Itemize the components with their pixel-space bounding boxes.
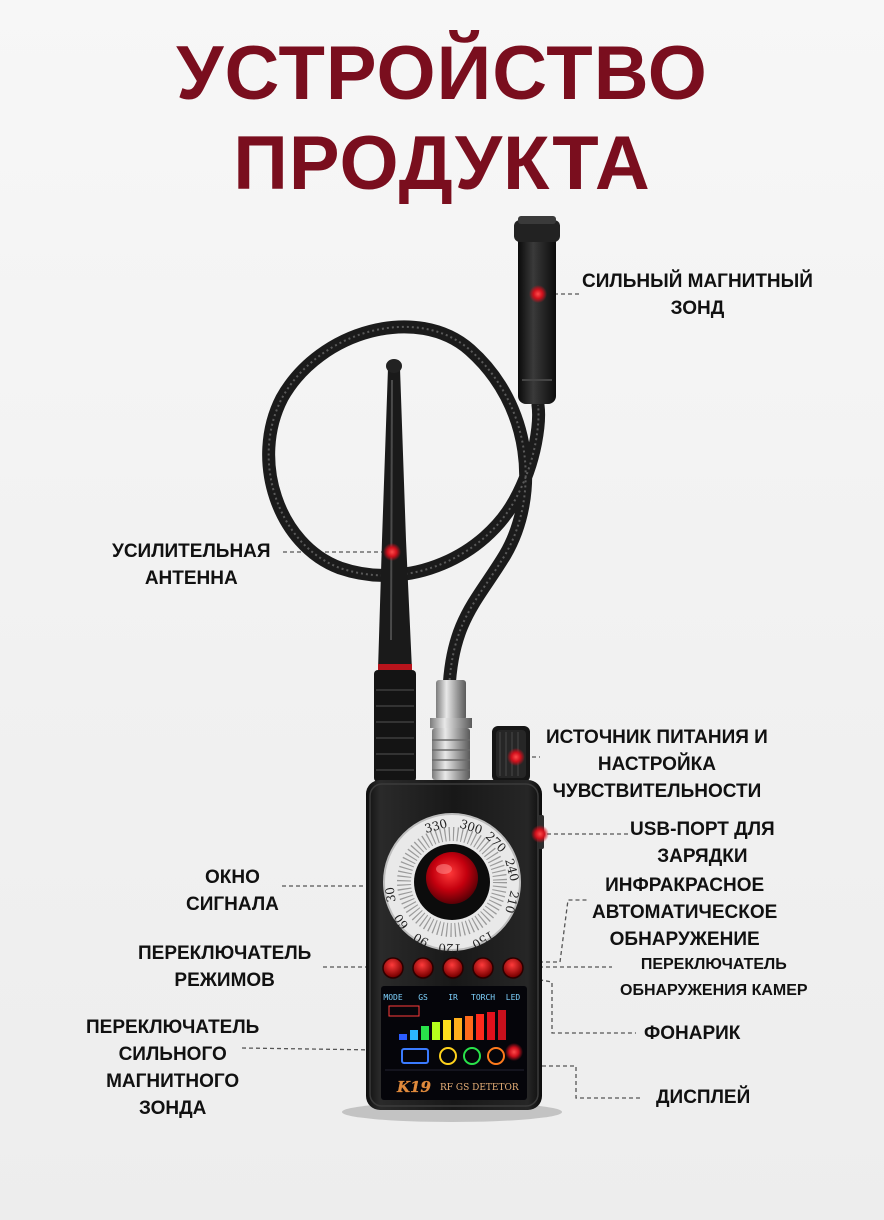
label-power-line-1: ИСТОЧНИК ПИТАНИЯ И [546,727,768,748]
label-magnet-line-4: ЗОНДА [138,1098,207,1119]
title-line-1: УСТРОЙСТВО [176,31,708,116]
signal-window-lens [426,852,478,904]
dial-number: 210 [502,889,521,915]
title-line-2: ПРОДУКТА [233,121,651,206]
screen-tab-ir: IR [448,993,458,1002]
button-mode [382,957,404,979]
label-mode-switch: ПЕРЕКЛЮЧАТЕЛЬ РЕЖИМОВ [138,940,311,994]
dial-number: 30 [383,886,399,903]
label-display-line-1: ДИСПЛЕЙ [656,1087,751,1108]
signal-dial [383,813,521,951]
label-magnet-line-1: ПЕРЕКЛЮЧАТЕЛЬ [86,1017,260,1038]
dial-number: 120 [438,941,461,956]
screen-tab-gs: GS [418,993,428,1002]
label-torch: ФОНАРИК [644,1020,740,1047]
label-magnetic-probe-line-2: ЗОНД [670,298,725,319]
probe-connector [430,680,472,780]
dial-number: 300 [458,817,484,837]
screen-model: K19 [396,1078,431,1096]
signal-bars [399,1010,506,1040]
label-camera-switch: ПЕРЕКЛЮЧАТЕЛЬ ОБНАРУЖЕНИЯ КАМЕР [620,952,808,1004]
dial-number: 240 [502,857,521,883]
label-mode-line-2: РЕЖИМОВ [174,970,275,991]
display-screen: MODE GS IR TORCH LED K19 RF GS DETETOR [381,986,527,1100]
label-power-source: ИСТОЧНИК ПИТАНИЯ И НАСТРОЙКА ЧУВСТВИТЕЛЬ… [546,724,768,805]
label-window-line-1: ОКНО [205,867,260,888]
label-magnetic-probe-line-1: СИЛЬНЫЙ МАГНИТНЫЙ [582,271,813,292]
label-display: ДИСПЛЕЙ [656,1084,750,1111]
control-buttons [382,957,524,979]
label-magnetic-probe: СИЛЬНЫЙ МАГНИТНЫЙ ЗОНД [582,268,813,322]
label-ir-line-2: АВТОМАТИЧЕСКОЕ [592,902,778,923]
label-window-line-2: СИГНАЛА [186,894,279,915]
label-usb-line-2: ЗАРЯДКИ [657,846,748,867]
flex-cable-texture [267,326,540,691]
label-signal-window: ОКНО СИГНАЛА [186,864,279,918]
label-usb-line-1: USB-ПОРТ ДЛЯ [630,819,775,840]
label-camera-line-1: ПЕРЕКЛЮЧАТЕЛЬ [640,956,787,973]
marker-dots [383,285,549,1061]
label-usb-port: USB-ПОРТ ДЛЯ ЗАРЯДКИ [630,816,775,870]
label-mode-line-1: ПЕРЕКЛЮЧАТЕЛЬ [138,943,312,964]
label-power-line-2: НАСТРОЙКА [597,754,716,775]
label-power-line-3: ЧУВСТВИТЕЛЬНОСТИ [552,781,762,802]
label-camera-line-2: ОБНАРУЖЕНИЯ КАМЕР [620,982,808,999]
label-ir-line-1: ИНФРАКРАСНОЕ [605,875,765,896]
label-magnet-line-3: МАГНИТНОГО [106,1071,240,1092]
button-gs [412,957,434,979]
screen-tab-torch: TORCH [471,993,495,1002]
label-magnet-line-2: СИЛЬНОГО [118,1044,227,1065]
dial-number: 330 [423,816,449,835]
antenna [374,359,416,782]
screen-tab-mode: MODE [383,993,402,1002]
label-ir-line-3: ОБНАРУЖЕНИЕ [609,929,760,950]
button-ir [442,957,464,979]
screen-tab-led: LED [506,993,521,1002]
button-led [502,957,524,979]
button-torch [472,957,494,979]
label-antenna-line-1: УСИЛИТЕЛЬНАЯ [112,541,271,562]
label-antenna-line-2: АНТЕННА [144,568,238,589]
label-infrared: ИНФРАКРАСНОЕ АВТОМАТИЧЕСКОЕ ОБНАРУЖЕНИЕ [592,872,777,953]
magnetic-probe [514,216,560,404]
dial-number: 90 [411,930,431,950]
label-antenna: УСИЛИТЕЛЬНАЯ АНТЕННА [112,538,271,592]
screen-text: RF GS DETETOR [440,1083,519,1093]
label-torch-line-1: ФОНАРИК [644,1023,741,1044]
label-magnet-switch: ПЕРЕКЛЮЧАТЕЛЬ СИЛЬНОГО МАГНИТНОГО ЗОНДА [86,1014,259,1122]
